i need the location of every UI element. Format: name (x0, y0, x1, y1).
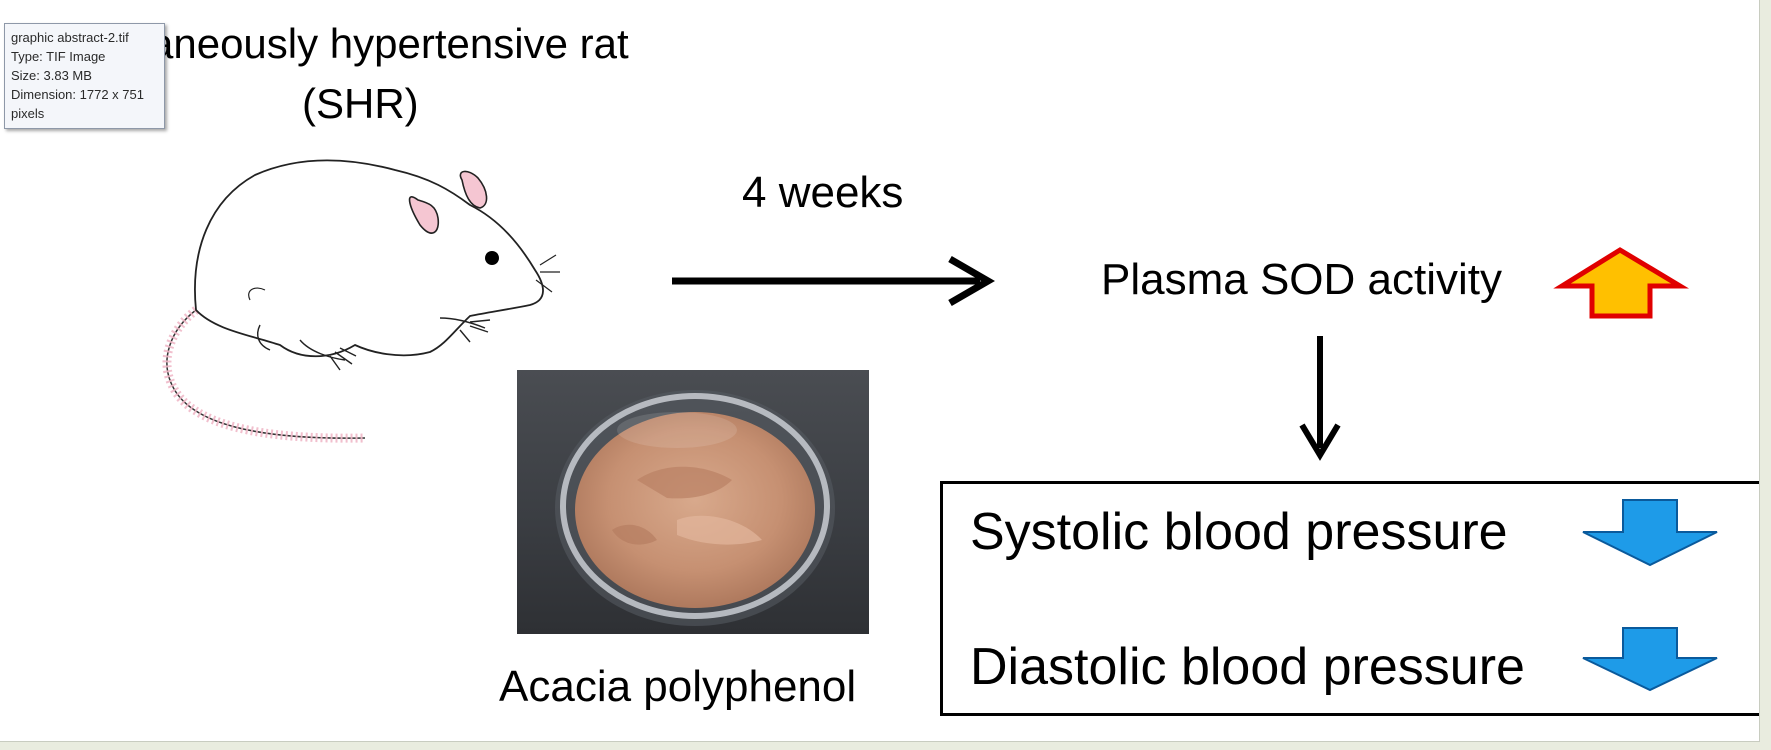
tooltip-type: Type: TIF Image (11, 49, 106, 64)
rat-body (194, 159, 544, 358)
outcome-systolic: Systolic blood pressure (970, 503, 1508, 561)
duration-arrow (672, 255, 995, 307)
tooltip-size: Size: 3.83 MB (11, 68, 92, 83)
acacia-powder-photo (517, 370, 869, 634)
viewer-edge-right (1759, 0, 1760, 742)
effect-to-outcome-arrow (1299, 336, 1341, 461)
petri-dish-illustration (555, 390, 835, 626)
treatment-label: Acacia polyphenol (499, 662, 857, 711)
rat-eye (485, 251, 499, 265)
outcome-diastolic: Diastolic blood pressure (970, 638, 1525, 696)
viewer-edge-bottom (0, 741, 1760, 742)
tooltip-dimension: Dimension: 1772 x 751 (11, 87, 144, 102)
increase-arrow (1553, 247, 1690, 319)
rat-hind-leg (299, 339, 357, 371)
rat-ear-front (459, 170, 488, 209)
subject-abbreviation: (SHR) (302, 80, 419, 127)
file-info-tooltip: graphic abstract-2.tif Type: TIF Image S… (4, 23, 165, 129)
tooltip-filename: graphic abstract-2.tif (11, 30, 129, 45)
rat-ear-back (408, 196, 440, 234)
subject-title: aneously hypertensive rat (150, 20, 629, 67)
viewer-frame-bottom (0, 742, 1771, 750)
rat-illustration (162, 159, 560, 443)
viewer-frame-right (1760, 0, 1771, 750)
duration-label: 4 weeks (742, 168, 904, 217)
effect-label: Plasma SOD activity (1101, 255, 1502, 304)
rat-front-paw (439, 317, 491, 343)
tooltip-dimension-unit: pixels (11, 106, 45, 121)
